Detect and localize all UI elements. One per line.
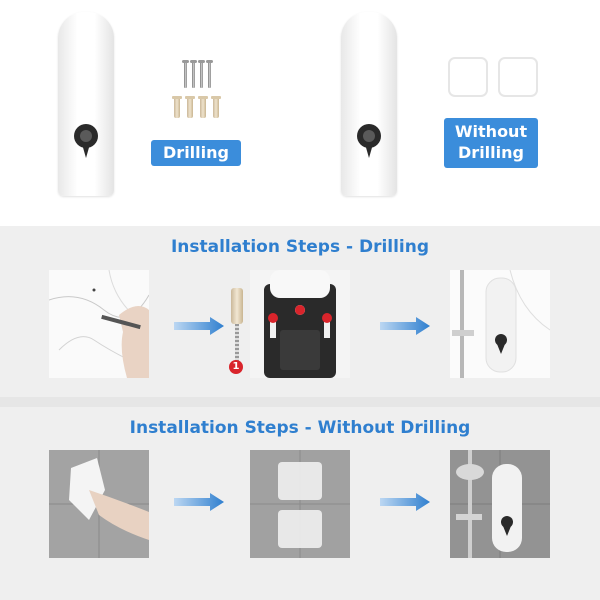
adhesive-pads-on-wall-image (250, 450, 350, 558)
dispenser-mounted-drilling-image (450, 270, 550, 378)
screw-icon (182, 60, 189, 88)
arrow-right-icon (380, 317, 430, 335)
without-drilling-badge-line1: Without (454, 122, 528, 141)
adhesive-pad-icon (448, 57, 488, 97)
screw-icon (190, 60, 197, 88)
wall-anchor-icon (185, 96, 195, 118)
dispenser-drilling-image (58, 12, 114, 196)
dispenser-without-drilling-image (341, 12, 397, 196)
screws-and-anchors-image (172, 60, 222, 120)
without-drilling-steps-heading: Installation Steps - Without Drilling (129, 418, 471, 438)
wall-anchor-icon (198, 96, 208, 118)
dispenser-button-icon (74, 124, 98, 158)
wall-anchor-icon (211, 96, 221, 118)
screw-icon (198, 60, 205, 88)
step-clean-wall-image (49, 450, 149, 558)
screw-icon (206, 60, 213, 88)
section-divider (0, 397, 600, 407)
drilling-steps-heading: Installation Steps - Drilling (170, 237, 430, 257)
wall-anchor-icon (231, 288, 243, 324)
dispenser-mounted-no-drill-image (450, 450, 550, 558)
arrow-right-icon (174, 317, 224, 335)
dispenser-back-mount-image (250, 270, 350, 378)
without-drilling-badge-line2: Drilling (458, 143, 524, 162)
adhesive-pad-icon (498, 57, 538, 97)
step-mark-wall-image (49, 270, 149, 378)
arrow-right-icon (174, 493, 224, 511)
step-marker-badge: 1 (229, 360, 243, 374)
dispenser-button-icon (357, 124, 381, 158)
wall-anchor-icon (172, 96, 182, 118)
without-drilling-badge: Without Drilling (444, 118, 538, 168)
anchor-with-spring-image: 1 (223, 282, 251, 374)
spring-icon (235, 324, 239, 364)
drilling-badge: Drilling (151, 140, 241, 166)
arrow-right-icon (380, 493, 430, 511)
